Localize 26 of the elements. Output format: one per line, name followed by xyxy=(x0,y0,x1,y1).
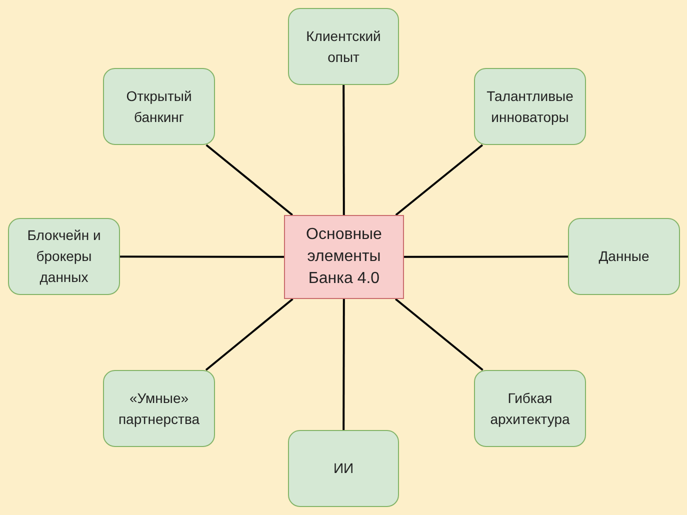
connector-line xyxy=(395,144,484,216)
connector-line xyxy=(120,256,284,258)
topic-box xyxy=(103,68,215,145)
box-label: Клиентский опыт xyxy=(305,26,382,66)
box-label: Основные элементы Банка 4.0 xyxy=(305,225,383,289)
box-label: Данные xyxy=(598,247,650,266)
connector-line xyxy=(394,298,484,371)
connector-line xyxy=(342,85,345,215)
connector-line xyxy=(342,299,345,430)
central-box xyxy=(284,215,404,299)
topic-box xyxy=(474,68,586,145)
topic-box xyxy=(8,218,120,295)
box-label: «Умные» партнерства xyxy=(117,388,201,429)
connector-line xyxy=(206,144,293,216)
box-label: Открытый банкинг xyxy=(125,86,193,126)
topic-box xyxy=(474,370,586,447)
box-label: Талантливые инноваторы xyxy=(486,86,574,127)
topic-box xyxy=(288,430,399,507)
topic-box xyxy=(288,8,399,85)
box-label: Блокчейн и брокеры данных xyxy=(26,226,102,287)
connector-line xyxy=(205,298,294,371)
box-label: Гибкая архитектура xyxy=(489,388,571,429)
topic-box xyxy=(103,370,215,447)
box-label: ИИ xyxy=(333,459,354,478)
connector-line xyxy=(404,256,568,258)
topic-box xyxy=(568,218,680,295)
